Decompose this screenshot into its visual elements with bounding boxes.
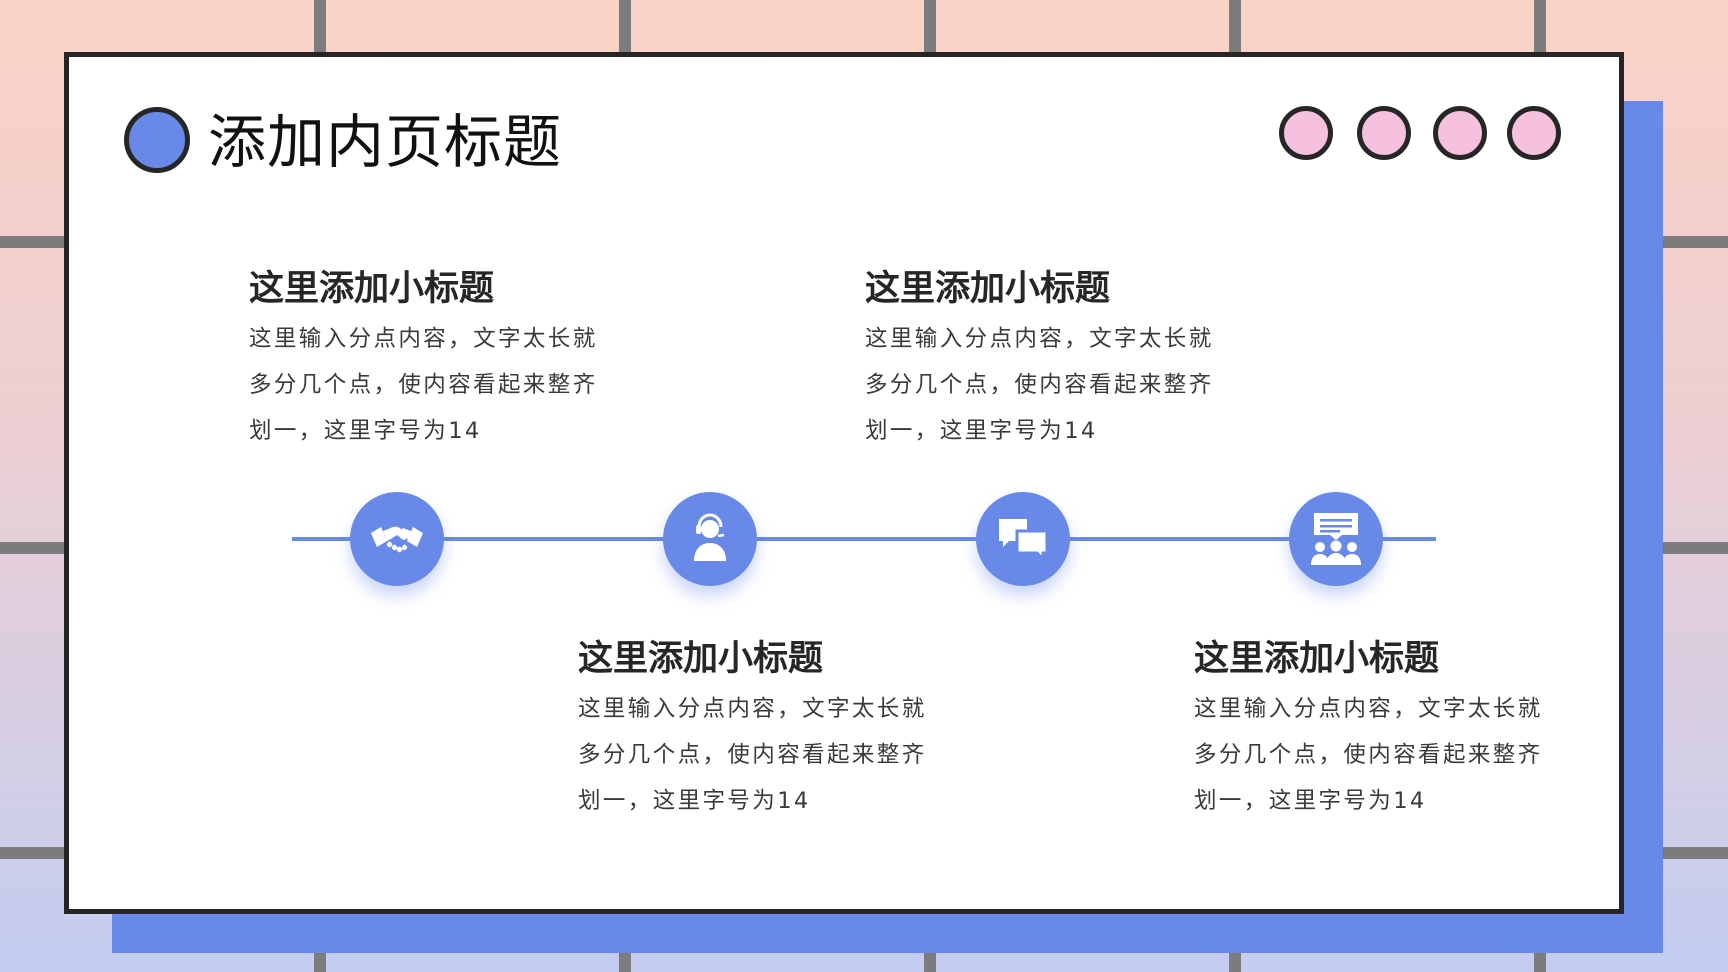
customer-service-icon [694,513,726,561]
chat-bubbles-icon [999,519,1049,563]
section-line: 划一，这里字号为14 [865,418,1098,444]
section-title: 这里添加小标题 [1194,639,1440,679]
section-title: 这里添加小标题 [865,269,1111,309]
section-line: 这里输入分点内容，文字太长就 [578,696,927,722]
timeline-node-1 [350,492,444,586]
section-line: 多分几个点，使内容看起来整齐 [249,372,598,398]
section-body: 这里输入分点内容，文字太长就 多分几个点，使内容看起来整齐 划一，这里字号为14 [865,316,1285,454]
section-line: 多分几个点，使内容看起来整齐 [865,372,1214,398]
slide-card [64,52,1624,914]
timeline-line [292,537,1436,541]
decorative-dot [1357,106,1411,160]
timeline-node-2 [663,492,757,586]
section-line: 划一，这里字号为14 [249,418,482,444]
section-title: 这里添加小标题 [249,269,495,309]
section-line: 这里输入分点内容，文字太长就 [1194,696,1543,722]
timeline-node-4 [1289,492,1383,586]
handshake-icon [371,526,423,553]
section-line: 这里输入分点内容，文字太长就 [865,326,1214,352]
section-body: 这里输入分点内容，文字太长就 多分几个点，使内容看起来整齐 划一，这里字号为14 [249,316,669,454]
section-block-1: 这里添加小标题 这里输入分点内容，文字太长就 多分几个点，使内容看起来整齐 划一… [249,266,669,454]
section-line: 多分几个点，使内容看起来整齐 [578,742,927,768]
section-line: 多分几个点，使内容看起来整齐 [1194,742,1543,768]
decorative-dot [1279,106,1333,160]
title-circle-icon [124,107,190,173]
section-title: 这里添加小标题 [578,639,824,679]
decorative-dot [1433,106,1487,160]
timeline-node-3 [976,492,1070,586]
section-body: 这里输入分点内容，文字太长就 多分几个点，使内容看起来整齐 划一，这里字号为14 [578,686,998,824]
page-title: 添加内页标题 [208,108,563,176]
section-line: 这里输入分点内容，文字太长就 [249,326,598,352]
team-presentation-icon [1311,513,1361,565]
section-line: 划一，这里字号为14 [578,788,811,814]
section-block-3: 这里添加小标题 这里输入分点内容，文字太长就 多分几个点，使内容看起来整齐 划一… [578,636,998,824]
section-body: 这里输入分点内容，文字太长就 多分几个点，使内容看起来整齐 划一，这里字号为14 [1194,686,1614,824]
section-block-4: 这里添加小标题 这里输入分点内容，文字太长就 多分几个点，使内容看起来整齐 划一… [1194,636,1614,824]
section-line: 划一，这里字号为14 [1194,788,1427,814]
section-block-2: 这里添加小标题 这里输入分点内容，文字太长就 多分几个点，使内容看起来整齐 划一… [865,266,1285,454]
decorative-dot [1507,106,1561,160]
